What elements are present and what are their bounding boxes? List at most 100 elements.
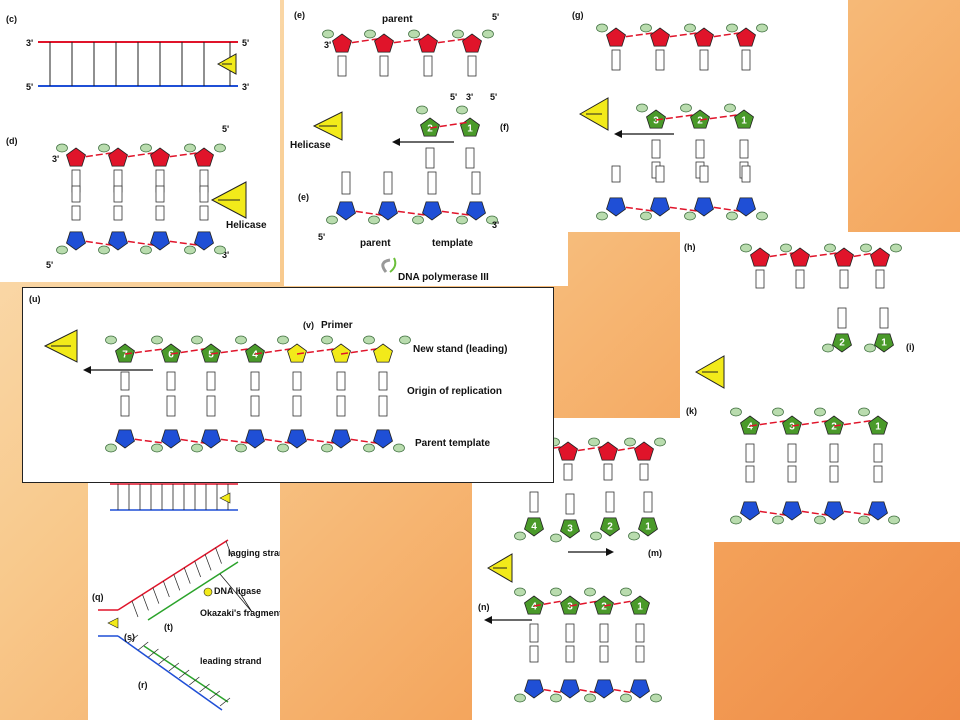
nucleotide-base: [837, 307, 847, 329]
sugar-pentagon: [606, 197, 626, 217]
nucleotide-base: [829, 443, 839, 463]
sugar-pentagon: [874, 333, 894, 353]
rung: [168, 662, 180, 672]
label-3prime: 3': [466, 92, 473, 102]
nucleotide-base: [465, 147, 475, 169]
template-strand: [326, 171, 498, 225]
nucleotide-number: 4: [531, 602, 537, 613]
sugar-pentagon: [694, 27, 714, 47]
phosphate-group: [399, 335, 411, 345]
sugar-pentagon: [245, 343, 265, 363]
phosphate-group: [640, 211, 652, 221]
sugar-pentagon: [420, 117, 440, 137]
pointer-line: [219, 573, 253, 613]
nucleotide-base: [695, 139, 705, 159]
rung: [158, 655, 169, 665]
sugar-pentagon: [832, 333, 852, 353]
sugar-pentagon: [524, 517, 544, 537]
helicase-icon: [219, 492, 231, 504]
nucleotide-base: [199, 205, 209, 221]
dna-polymerase-legend: DNA polymerase III: [398, 272, 489, 283]
nucleotide-base: [155, 205, 165, 221]
nucleotide-base: [787, 465, 797, 483]
nucleotide-base: [529, 623, 539, 643]
arrow-head-icon: [484, 616, 492, 624]
phosphate-group: [890, 243, 902, 253]
panel-n-tag: (n): [478, 602, 490, 612]
panel-k-tag: (k): [686, 406, 697, 416]
panel-m-tag: (m): [648, 548, 662, 558]
phosphate-group: [584, 587, 596, 597]
sugar-pentagon: [834, 247, 854, 267]
sugar-pentagon: [194, 147, 214, 167]
helicase-icon: [216, 53, 237, 75]
backbone-link: [833, 509, 879, 517]
sugar-pentagon: [750, 247, 770, 267]
nucleotide-base: [529, 645, 539, 663]
sugar-pentagon: [740, 415, 760, 435]
nucleotide-base: [471, 171, 481, 195]
phosphate-group: [740, 243, 752, 253]
phosphate-group: [730, 515, 742, 525]
sugar-pentagon: [332, 33, 352, 53]
polymerase-icon: [381, 257, 397, 273]
backbone-link: [383, 37, 429, 45]
sugar-pentagon: [734, 109, 754, 129]
nucleotide-base: [292, 395, 302, 417]
nucleotide-base: [745, 465, 755, 483]
nucleotide-base: [599, 645, 609, 663]
nucleotide-base: [565, 623, 575, 643]
sugar-pentagon: [161, 429, 181, 449]
panel-c-d: (c) 3' 5' 5' 3' (d) 3' 5' 5' 3' Helicase: [0, 0, 280, 282]
helicase-label: Helicase: [290, 140, 331, 151]
template-strand: [105, 395, 405, 453]
backbone-link: [124, 347, 172, 355]
phosphate-group: [151, 335, 163, 345]
sugar-pentagon: [331, 343, 351, 363]
nucleotide-number: 3: [789, 422, 795, 433]
nucleotide-base: [383, 171, 393, 195]
nucleotide-base: [423, 55, 433, 77]
phosphate-group: [684, 23, 696, 33]
backbone-link: [655, 113, 701, 121]
helicase-icon: [578, 97, 609, 131]
rung: [163, 580, 170, 598]
panel-g-tag: (g): [572, 10, 584, 20]
panel-c-tag: (c): [6, 14, 17, 24]
nucleotide-base: [741, 49, 751, 71]
phosphate-group: [412, 215, 424, 225]
sugar-pentagon: [336, 201, 356, 221]
lagging-strand-label: lagging strand: [228, 548, 280, 558]
phosphate-group: [105, 335, 117, 345]
sugar-pentagon: [790, 247, 810, 267]
parent-template-label: Parent template: [415, 438, 490, 449]
phosphate-group: [584, 693, 596, 703]
phosphate-group: [321, 443, 333, 453]
helicase-icon: [312, 111, 343, 141]
backbone-link: [159, 151, 205, 159]
template-label: template: [432, 238, 474, 249]
nucleotide-base: [120, 395, 130, 417]
panel-t-tag: (t): [164, 622, 173, 632]
nucleotide-base: [795, 269, 805, 289]
phosphate-group: [726, 23, 738, 33]
backbone-link: [296, 437, 342, 445]
phosphate-group: [814, 515, 826, 525]
template-strand: [730, 501, 900, 525]
panel-d-tag: (d): [6, 136, 18, 146]
nucleotide-base: [639, 463, 649, 481]
nucleotide-base: [341, 171, 351, 195]
phosphate-group: [858, 515, 870, 525]
rung: [189, 676, 200, 686]
phosphate-group: [214, 245, 226, 255]
phosphate-group: [860, 243, 872, 253]
nucleotide-base: [199, 185, 209, 203]
panel-i-tag: (i): [906, 342, 915, 352]
nucleotide-base: [206, 371, 216, 391]
nucleotide-base: [113, 205, 123, 221]
backbone-link: [210, 347, 256, 355]
nucleotide-base: [378, 395, 388, 417]
